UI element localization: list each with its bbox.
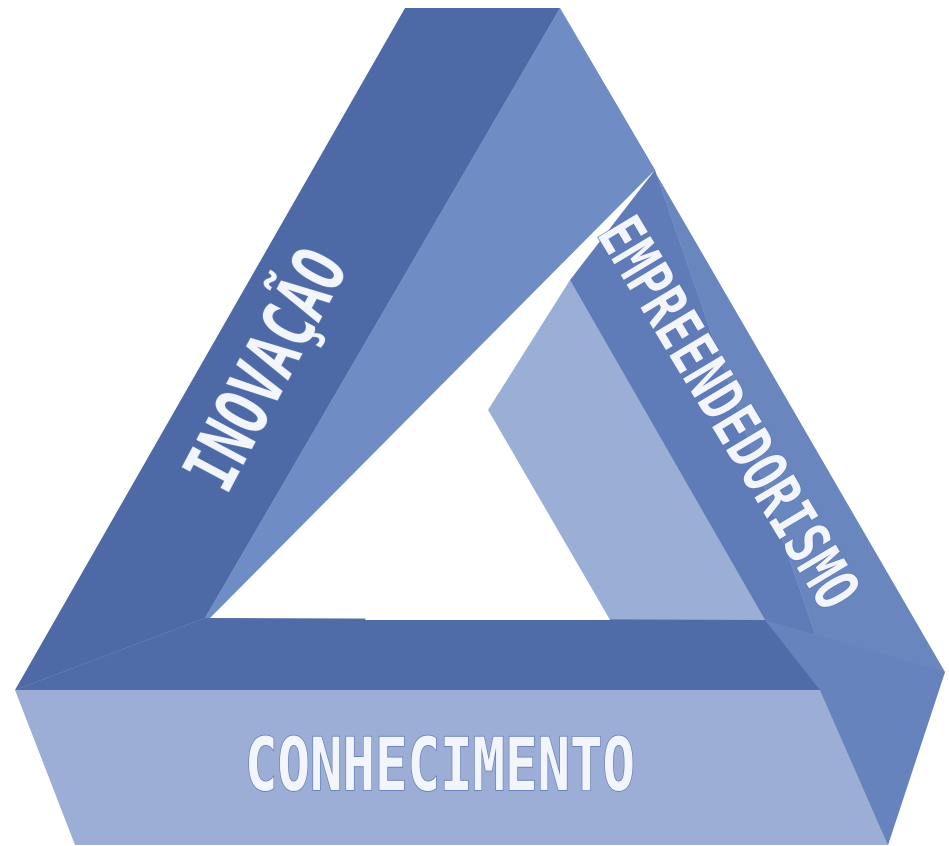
left-beam-outer-face [15, 8, 560, 690]
right-beam-inner-face [488, 280, 765, 620]
bottom-beam-top-face [15, 618, 820, 690]
label-conhecimento: CONHECIMENTO [245, 723, 635, 808]
right-beam-outer-face [560, 8, 945, 845]
center-hollow [365, 410, 610, 620]
left-beam-inner-face [205, 8, 655, 618]
bottom-beam-front-face [15, 690, 888, 845]
right-beam-end-face [765, 620, 945, 845]
